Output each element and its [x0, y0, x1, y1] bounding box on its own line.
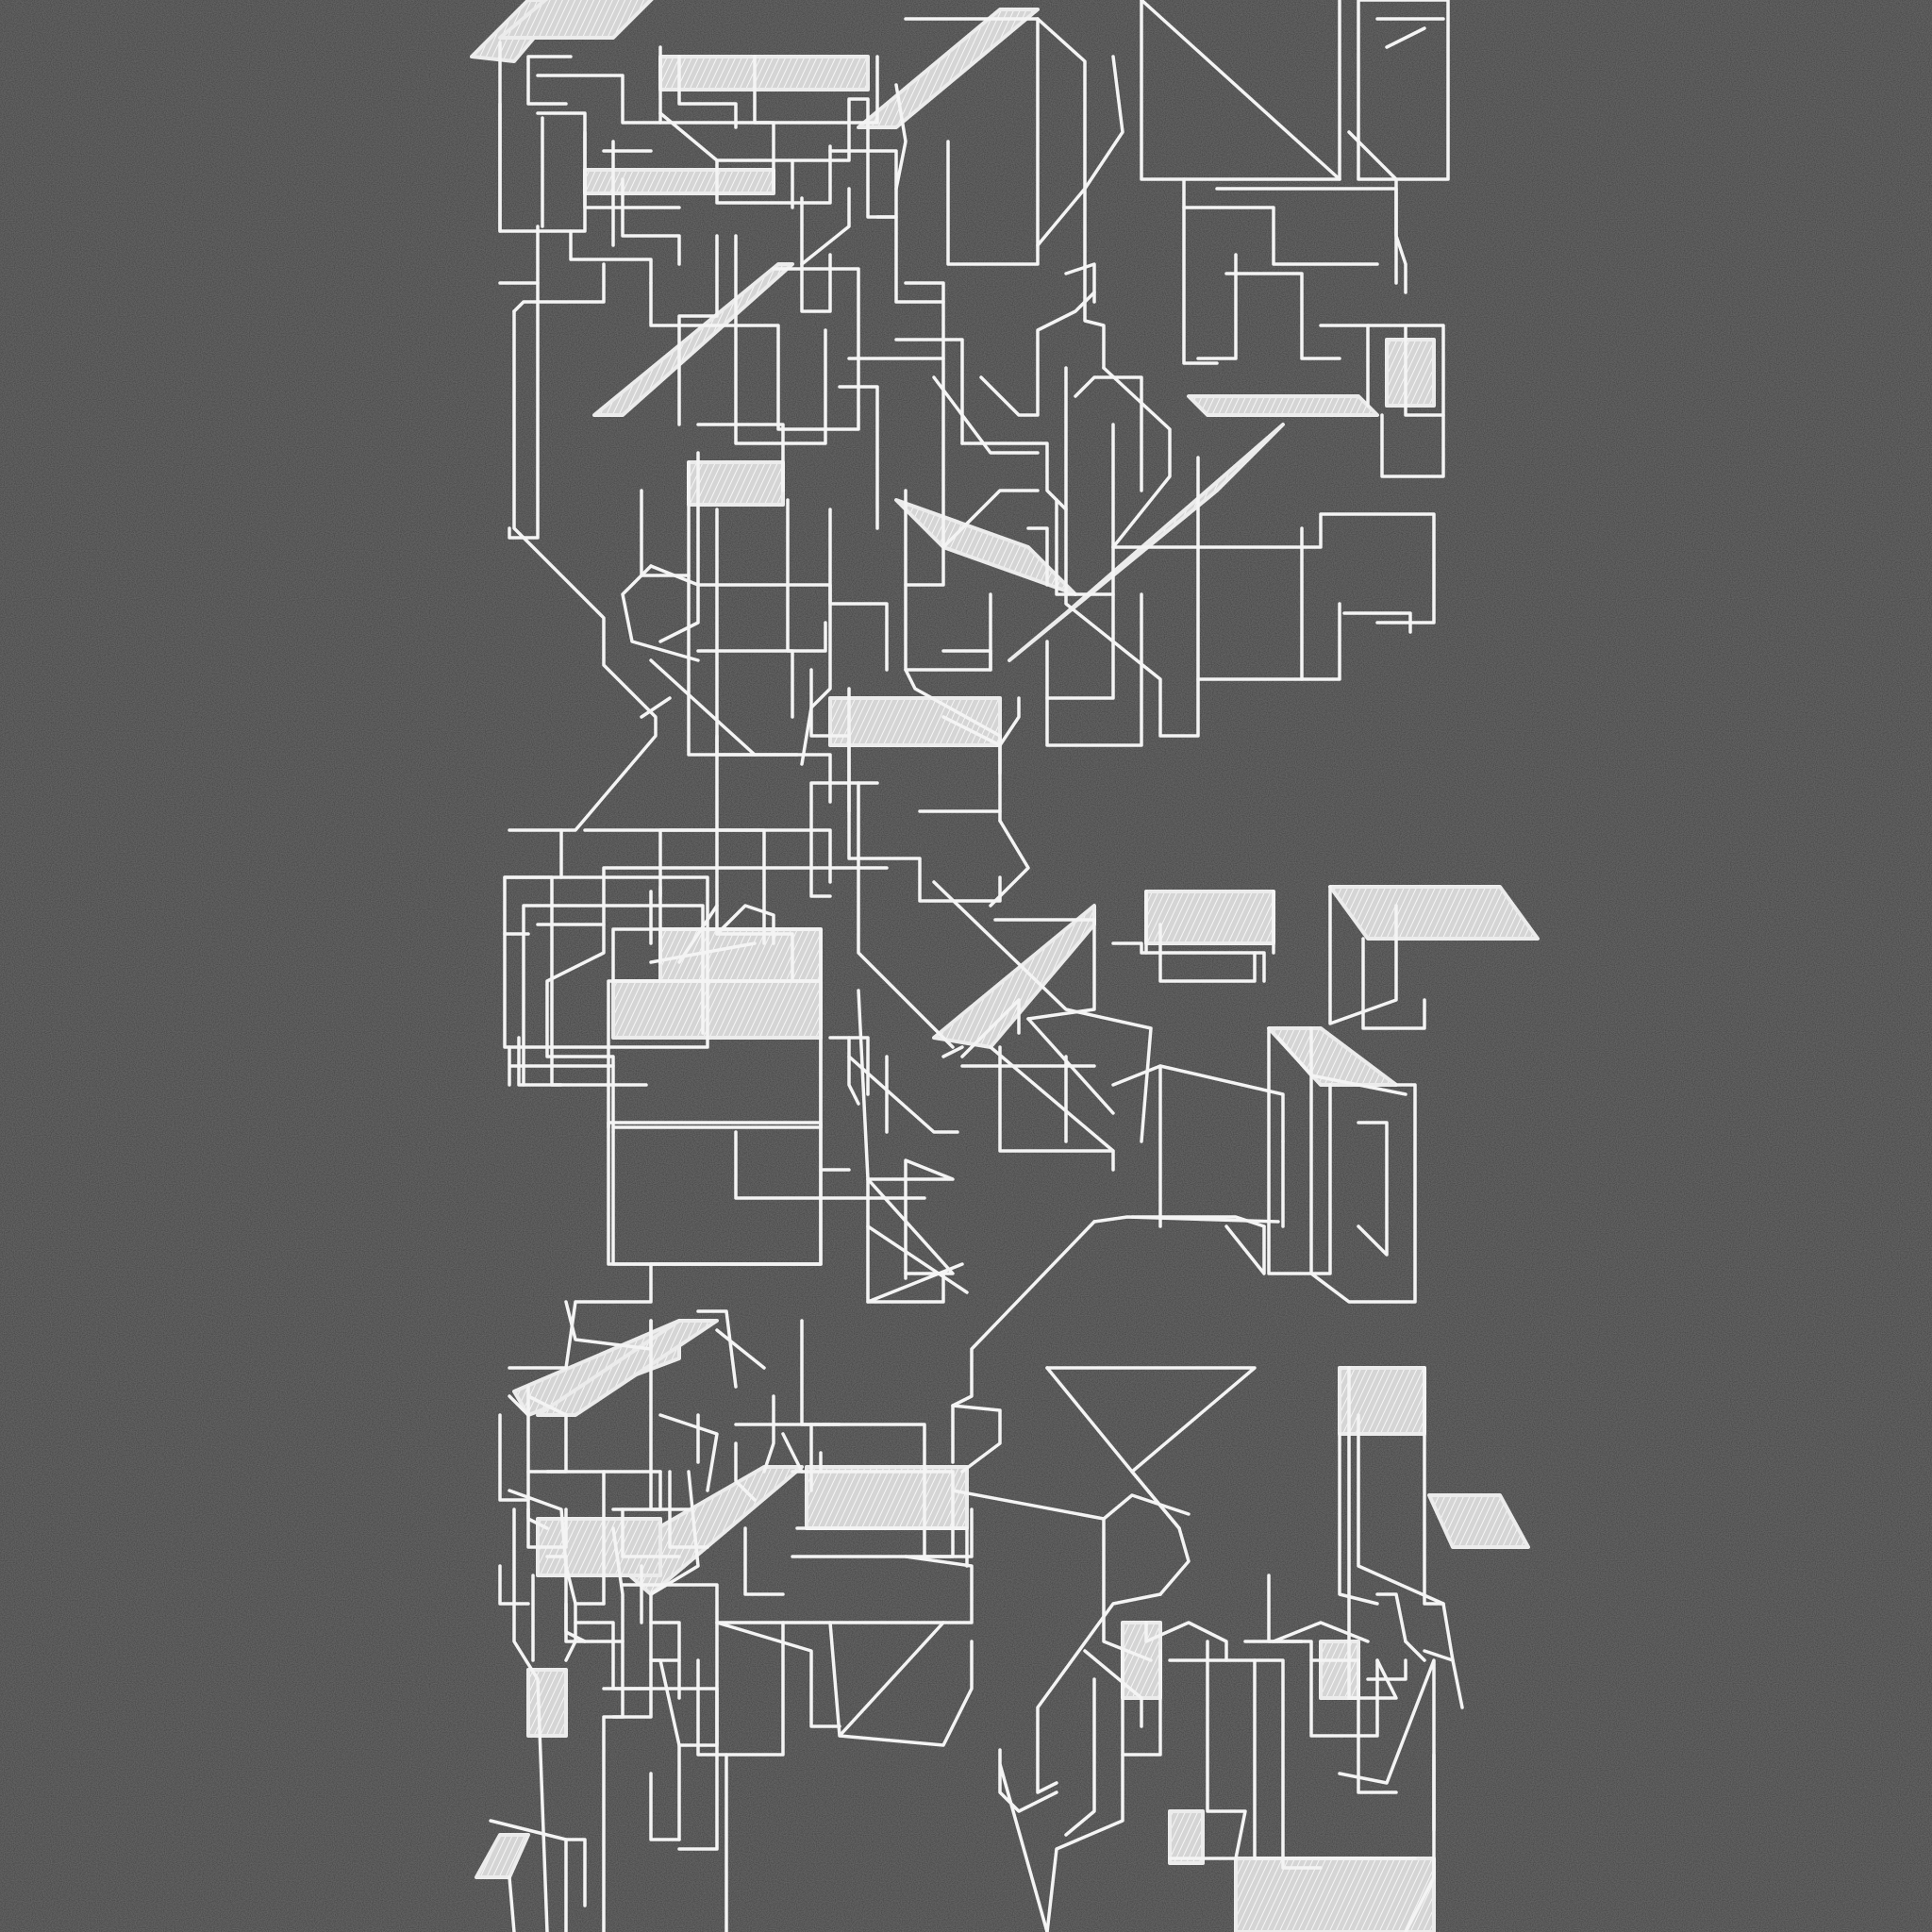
sketch-outlines [489, 0, 1464, 1932]
